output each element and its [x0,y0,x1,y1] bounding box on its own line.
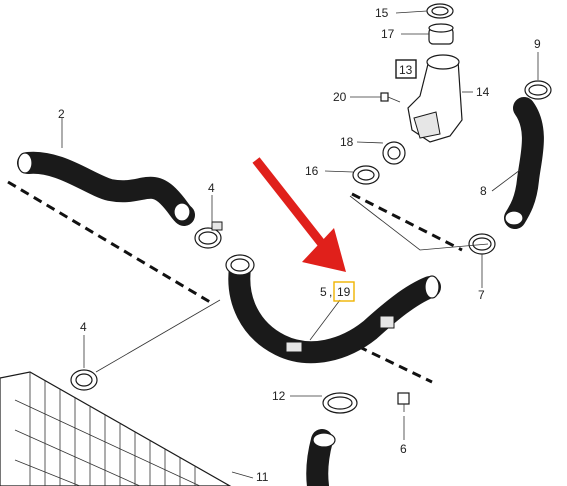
callout-16: 16 [305,164,319,178]
callout-separator: , [329,285,332,299]
callout-17: 17 [381,27,395,41]
callout-labels: 15 17 13 14 20 9 2 18 16 8 4 5 , 19 7 4 … [58,6,541,484]
seal-18 [382,141,406,165]
callout-4-lower: 4 [80,320,87,334]
leader-lines [61,10,539,479]
callout-7: 7 [478,288,485,302]
callout-5: 5 [320,285,327,299]
callout-4-upper: 4 [208,181,215,195]
callout-13: 13 [399,63,413,77]
clamp-4-lower [70,369,98,391]
callout-8: 8 [480,184,487,198]
callout-15: 15 [375,6,389,20]
callout-18: 18 [340,135,354,149]
callout-box-13 [395,59,417,79]
callout-19: 19 [337,285,351,299]
highlight-box-19 [333,281,355,302]
callout-11: 11 [256,470,269,484]
clamp-4-upper [194,221,223,249]
callout-20: 20 [333,90,347,104]
ring-17 [428,23,454,45]
clamp-7 [468,233,496,255]
clamp-16 [352,165,380,185]
clamp-12 [322,392,358,414]
hose-2 [17,151,195,226]
callout-14: 14 [476,85,490,99]
intercooler-11 [0,371,232,486]
callout-9: 9 [534,37,541,51]
clamp-15 [426,3,454,19]
bolt-20 [380,92,401,103]
red-arrow-icon [252,157,346,272]
bolt-6 [397,392,410,412]
callout-2: 2 [58,107,65,121]
charge-air-pipe-19 [225,254,441,364]
hose-bottom [306,429,336,486]
callout-6: 6 [400,442,407,456]
hose-8 [504,97,544,229]
throttle-housing-14 [407,54,463,143]
clamp-9 [524,80,552,100]
callout-12: 12 [272,389,286,403]
